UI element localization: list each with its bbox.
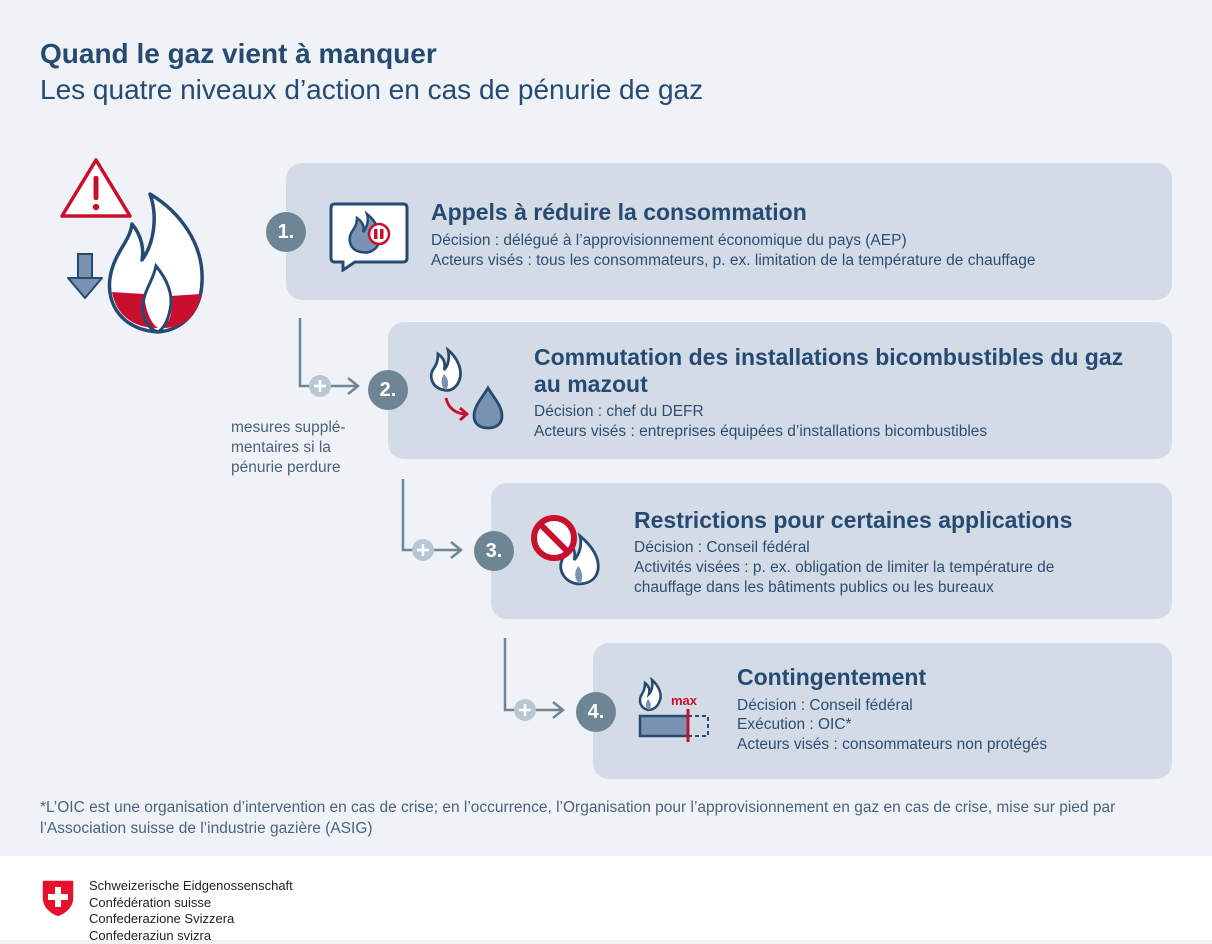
speech-bubble-flame-icon bbox=[329, 200, 409, 272]
side-note-line: pénurie perdure bbox=[231, 458, 346, 478]
quota-gauge-icon: max bbox=[634, 676, 714, 742]
footer: Schweizerische Eidgenossenschaft Confédé… bbox=[0, 856, 1212, 940]
level-4-line: Décision : Conseil fédéral bbox=[737, 696, 913, 716]
level-4-line: Acteurs visés : consommateurs non protég… bbox=[737, 735, 1047, 755]
level-1-line: Acteurs visés : tous les consommateurs, … bbox=[431, 251, 1036, 271]
level-1-title: Appels à réduire la consommation bbox=[431, 199, 807, 226]
level-1-number: 1. bbox=[266, 212, 306, 252]
connector-1-2 bbox=[290, 314, 370, 404]
side-note-line: mentaires si la bbox=[231, 438, 346, 458]
connector-3-4 bbox=[495, 634, 575, 724]
level-2-line: Acteurs visés : entreprises équipées d’i… bbox=[534, 422, 987, 442]
level-2-title: Commutation des installations bicombusti… bbox=[534, 344, 1123, 398]
level-1-line: Décision : délégué à l’approvisionnement… bbox=[431, 231, 907, 251]
side-note: mesures supplé- mentaires si la pénurie … bbox=[231, 418, 346, 478]
level-3-title: Restrictions pour certaines applications bbox=[634, 507, 1072, 534]
level-3-line: chauffage dans les bâtiments publics ou … bbox=[634, 578, 994, 598]
federation-name: Confederaziun svizra bbox=[89, 928, 293, 944]
footnote: *L’OIC est une organisation d’interventi… bbox=[40, 797, 1180, 839]
federation-name: Confédération suisse bbox=[89, 895, 293, 912]
level-2-title-line: au mazout bbox=[534, 371, 1123, 398]
federation-name: Schweizerische Eidgenossenschaft bbox=[89, 878, 293, 895]
arrow-down-icon bbox=[68, 254, 102, 298]
level-4-title: Contingentement bbox=[737, 664, 926, 691]
page-title: Quand le gaz vient à manquer bbox=[40, 38, 437, 70]
federation-names: Schweizerische Eidgenossenschaft Confédé… bbox=[89, 878, 293, 944]
level-2-number: 2. bbox=[368, 370, 408, 410]
side-note-line: mesures supplé- bbox=[231, 418, 346, 438]
level-3-number: 3. bbox=[474, 531, 514, 571]
federation-name: Confederazione Svizzera bbox=[89, 911, 293, 928]
quota-max-label: max bbox=[671, 693, 698, 708]
level-4-line: Exécution : OIC* bbox=[737, 715, 852, 735]
connector-2-3 bbox=[393, 475, 473, 565]
level-2-title-line: Commutation des installations bicombusti… bbox=[534, 344, 1123, 371]
level-3-line: Activités visées : p. ex. obligation de … bbox=[634, 558, 1054, 578]
level-3-line: Décision : Conseil fédéral bbox=[634, 538, 810, 558]
prohibited-flame-icon bbox=[528, 512, 608, 588]
level-4-number: 4. bbox=[576, 692, 616, 732]
level-2-line: Décision : chef du DEFR bbox=[534, 402, 704, 422]
gas-to-oil-icon bbox=[426, 346, 510, 432]
gas-shortage-icon bbox=[58, 154, 218, 334]
page-subtitle: Les quatre niveaux d’action en cas de pé… bbox=[40, 74, 703, 106]
warning-icon bbox=[62, 160, 130, 216]
swiss-coat-of-arms-icon bbox=[40, 878, 76, 918]
